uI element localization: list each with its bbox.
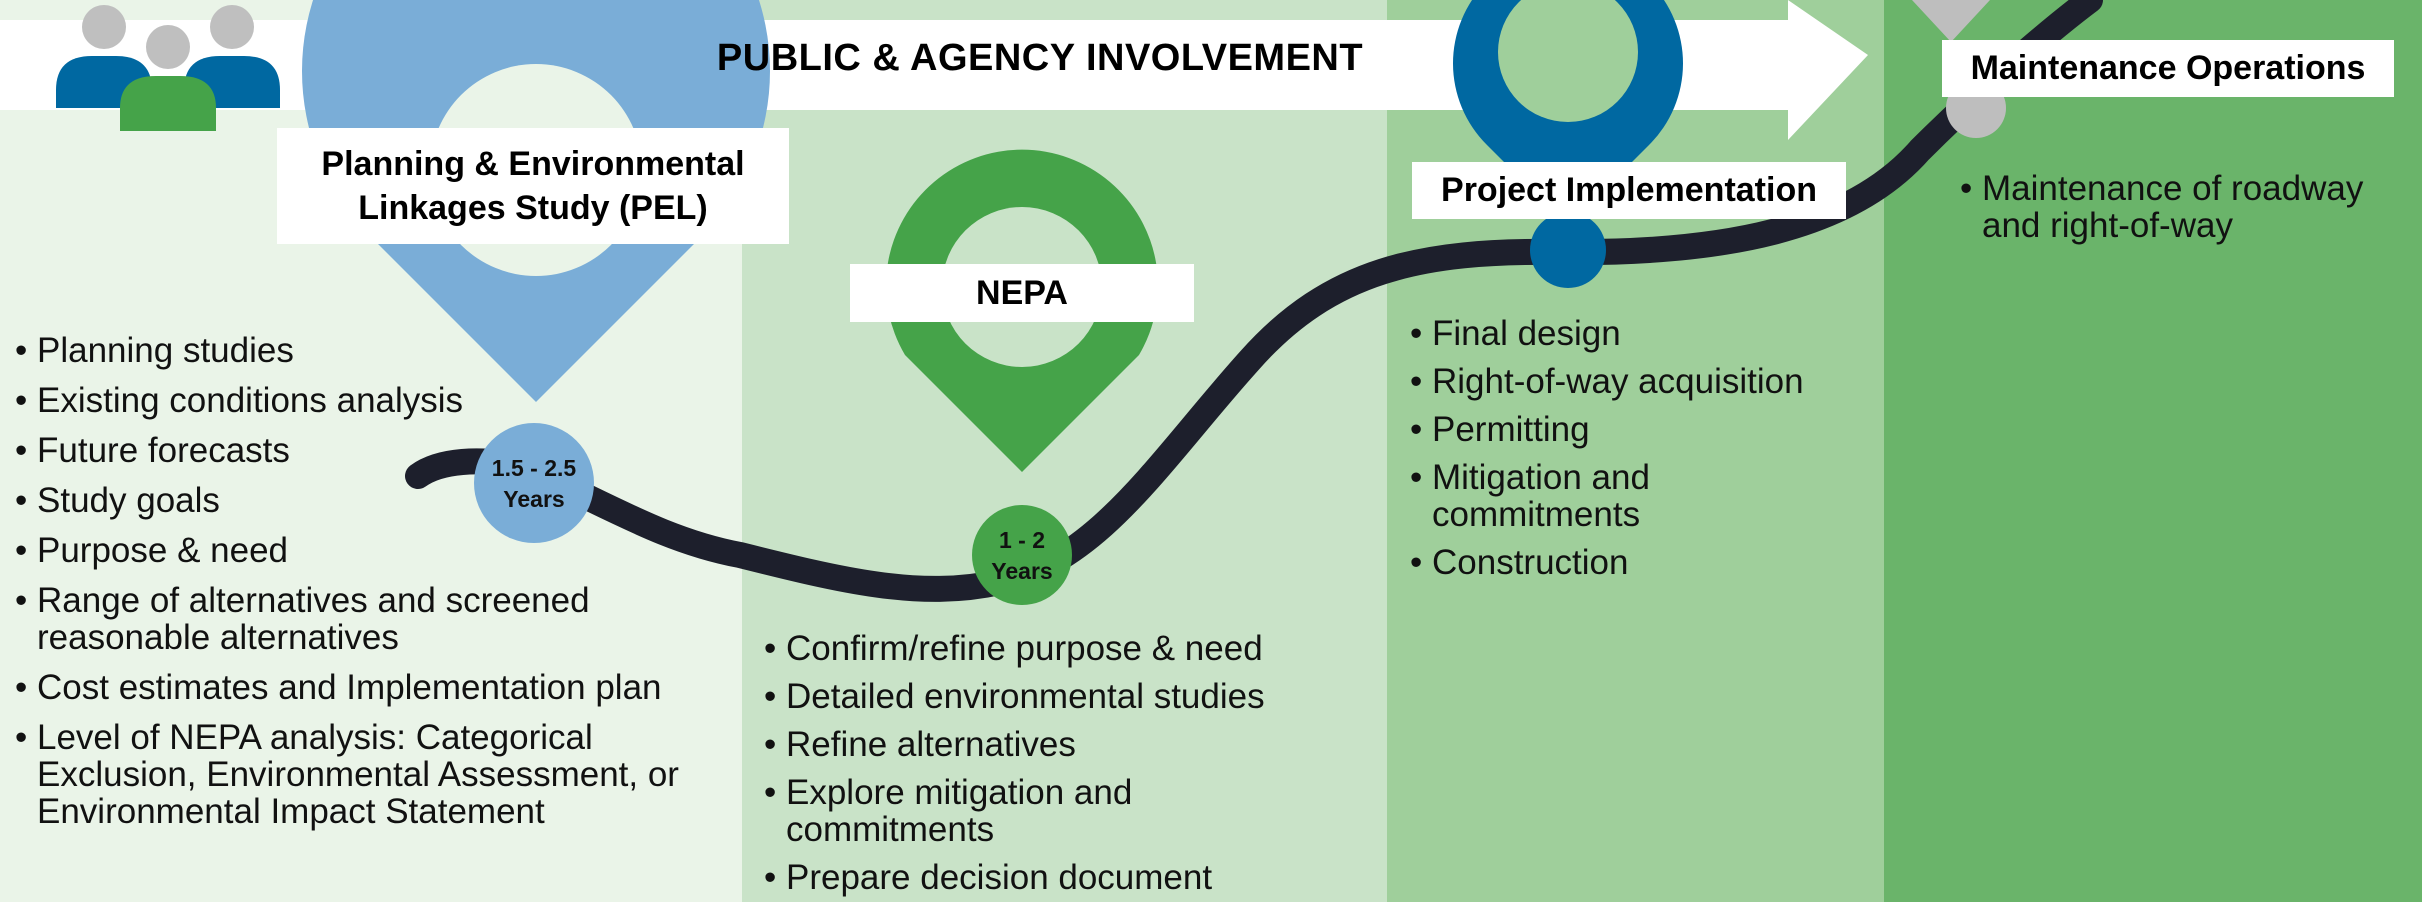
maintenance-activities-list: Maintenance of roadway and right-of-way (1960, 170, 2400, 255)
people-group-icon (56, 5, 280, 131)
pel-activities-list: Planning studiesExisting conditions anal… (15, 332, 715, 843)
implementation-title: Project Implementation (1412, 162, 1846, 219)
pel-title-line1: Planning & Environmental (321, 144, 745, 183)
list-item: Mitigation and commitments (1410, 459, 1830, 533)
nepa-duration-marker (972, 505, 1072, 605)
nepa-activities-list: Confirm/refine purpose & needDetailed en… (764, 630, 1324, 902)
list-item: Refine alternatives (764, 726, 1324, 763)
pel-title: Planning & Environmental Linkages Study … (277, 128, 789, 244)
list-item: Planning studies (15, 332, 715, 369)
list-item: Permitting (1410, 411, 1830, 448)
list-item: Prepare decision document (764, 859, 1324, 896)
implementation-location-pin (1453, 0, 1683, 288)
list-item: Existing conditions analysis (15, 382, 715, 419)
maintenance-title: Maintenance Operations (1942, 40, 2394, 97)
list-item: Confirm/refine purpose & need (764, 630, 1324, 667)
list-item: Right-of-way acquisition (1410, 363, 1830, 400)
list-item: Level of NEPA analysis: Categorical Excl… (15, 719, 715, 830)
nepa-title: NEPA (850, 264, 1194, 322)
list-item: Explore mitigation and commitments (764, 774, 1324, 848)
list-item: Purpose & need (15, 532, 715, 569)
list-item: Range of alternatives and screened reaso… (15, 582, 715, 656)
implementation-activities-list: Final designRight-of-way acquisitionPerm… (1410, 315, 1830, 592)
nepa-duration-label: 1 - 2 Years (991, 526, 1053, 584)
band-maintenance (1884, 0, 2422, 902)
banner-title: PUBLIC & AGENCY INVOLVEMENT (716, 36, 1364, 79)
pel-title-line2: Linkages Study (PEL) (358, 189, 708, 227)
list-item: Study goals (15, 482, 715, 519)
list-item: Detailed environmental studies (764, 678, 1324, 715)
list-item: Maintenance of roadway and right-of-way (1960, 170, 2400, 244)
list-item: Final design (1410, 315, 1830, 352)
list-item: Cost estimates and Implementation plan (15, 669, 715, 706)
list-item: Future forecasts (15, 432, 715, 469)
list-item: Construction (1410, 544, 1830, 581)
